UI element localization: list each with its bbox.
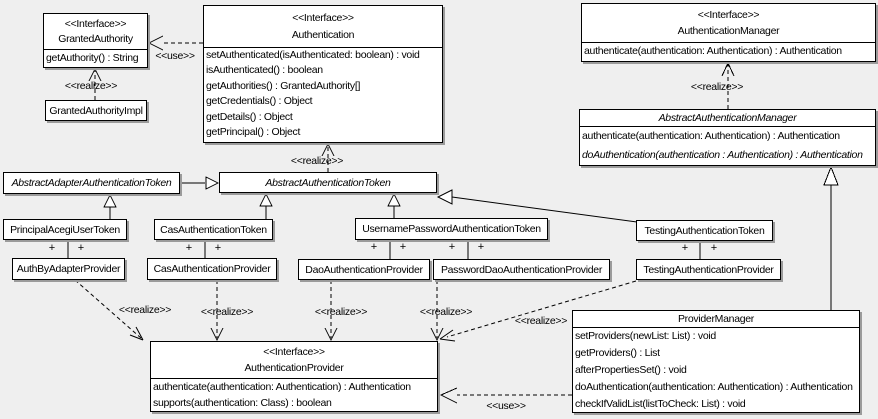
class-name: UsernamePasswordAuthenticationToken xyxy=(362,223,541,235)
realize-label-passworddaoauthenticationprovider: <<realize>> xyxy=(419,306,473,318)
open-arrowhead xyxy=(439,329,456,342)
method-label: afterPropertiesSet() : void xyxy=(575,364,687,376)
class-name: GrantedAuthorityImpl xyxy=(49,104,143,117)
association-plus: + xyxy=(48,242,56,254)
generalization-edge xyxy=(451,196,638,223)
class-name: AuthenticationManager xyxy=(677,25,780,38)
method-label: authenticate(authentication: Authenticat… xyxy=(584,45,842,57)
stereotype-label: <<Interface>> xyxy=(64,17,127,30)
association-plus: + xyxy=(710,242,718,254)
class-name: TestingAuthenticationProvider xyxy=(643,263,774,276)
use-label-grantedauthority: <<use>> xyxy=(155,50,195,62)
method-label: authenticate(authentication: Authenticat… xyxy=(582,130,840,142)
open-arrowhead xyxy=(147,35,164,51)
class-abstract-authentication-manager[interactable]: AbstractAuthenticationManager authentica… xyxy=(579,109,876,166)
stereotype-label: <<Interface>> xyxy=(292,11,354,24)
realize-label-testingauthenticationprovider: <<realize>> xyxy=(514,315,568,327)
method-label: checkIfValidList(listToCheck: List) : vo… xyxy=(575,398,746,410)
class-principal-acegi-user-token[interactable]: PrincipalAcegiUserToken xyxy=(3,219,127,240)
method-label: getProviders() : List xyxy=(575,347,660,359)
class-name: DaoAuthenticationProvider xyxy=(305,263,423,276)
association-plus: + xyxy=(681,242,689,254)
class-name: AbstractAdapterAuthenticationToken xyxy=(11,177,172,189)
class-password-dao-authentication-provider[interactable]: PasswordDaoAuthenticationProvider xyxy=(433,259,610,280)
class-auth-by-adapter-provider[interactable]: AuthByAdapterProvider xyxy=(12,258,125,280)
class-name: PrincipalAcegiUserToken xyxy=(10,223,120,236)
hollow-triangle xyxy=(823,165,839,186)
class-name: AuthByAdapterProvider xyxy=(16,263,121,275)
association-plus: + xyxy=(185,242,193,254)
method-label: getAuthority() : String xyxy=(46,52,139,64)
class-dao-authentication-provider[interactable]: DaoAuthenticationProvider xyxy=(298,259,430,280)
open-arrowhead xyxy=(210,327,224,342)
association-plus: + xyxy=(370,241,378,253)
realize-label-daoauthenticationprovider: <<realize>> xyxy=(314,306,368,318)
association-plus: + xyxy=(448,241,456,253)
hollow-triangle xyxy=(205,176,220,190)
method-label: authenticate(authentication: Authenticat… xyxy=(153,381,411,393)
class-name: AuthenticationProvider xyxy=(244,362,344,374)
method-label: doAuthentication(authentication : Authen… xyxy=(582,148,863,161)
association-plus: + xyxy=(477,241,485,253)
class-name: GrantedAuthority xyxy=(58,33,133,46)
class-name: AbstractAuthenticationManager xyxy=(658,112,797,124)
realize-label-casauthenticationprovider: <<realize>> xyxy=(200,306,254,318)
stereotype-label: <<Interface>> xyxy=(697,8,760,21)
open-arrowhead xyxy=(88,67,102,82)
open-arrowhead xyxy=(321,142,335,157)
hollow-triangle xyxy=(259,192,273,207)
method-label: getCredentials() : Object xyxy=(206,95,313,108)
class-name: Authentication xyxy=(291,29,355,42)
realize-edge-testingauthenticationprovider xyxy=(446,280,637,338)
method-label: supports(authentication: Class) : boolea… xyxy=(153,397,332,409)
realize-label-abstractauthenticationmanager: <<realize>> xyxy=(690,81,744,93)
open-arrowhead xyxy=(324,327,338,342)
class-username-password-authentication-token[interactable]: UsernamePasswordAuthenticationToken xyxy=(355,218,548,240)
class-name: CasAuthenticationToken xyxy=(160,223,267,236)
open-arrowhead xyxy=(721,61,735,77)
class-granted-authority-impl[interactable]: GrantedAuthorityImpl xyxy=(45,100,147,121)
class-testing-authentication-token[interactable]: TestingAuthenticationToken xyxy=(636,220,773,241)
class-name: CasAuthenticationProvider xyxy=(153,263,271,275)
method-label: getAuthorities() : GrantedAuthority[] xyxy=(206,79,361,92)
open-arrowhead xyxy=(439,387,458,404)
method-label: setAuthenticated(isAuthenticated: boolea… xyxy=(206,49,420,61)
open-arrowhead xyxy=(430,327,444,342)
hollow-triangle xyxy=(436,189,453,205)
class-name: PasswordDaoAuthenticationProvider xyxy=(440,263,603,276)
class-provider-manager[interactable]: ProviderManager setProviders(newList: Li… xyxy=(572,310,860,413)
class-authentication-provider[interactable]: <<Interface>> AuthenticationProvider aut… xyxy=(150,341,438,412)
method-label: setProviders(newList: List) : void xyxy=(575,330,716,342)
class-cas-authentication-token[interactable]: CasAuthenticationToken xyxy=(154,219,273,240)
association-plus: + xyxy=(399,241,407,253)
method-label: getPrincipal() : Object xyxy=(206,126,301,139)
class-abstract-adapter-authentication-token[interactable]: AbstractAdapterAuthenticationToken xyxy=(3,172,180,194)
open-arrowhead xyxy=(129,326,144,341)
class-testing-authentication-provider[interactable]: TestingAuthenticationProvider xyxy=(636,259,781,280)
realize-label-grantedauthorityimpl: <<realize>> xyxy=(64,80,118,92)
class-name: AbstractAuthenticationToken xyxy=(265,176,391,189)
class-granted-authority[interactable]: <<Interface>> GrantedAuthority getAuthor… xyxy=(43,13,148,68)
stereotype-label: <<Interface>> xyxy=(263,346,325,358)
class-name: ProviderManager xyxy=(677,313,755,325)
hollow-triangle xyxy=(103,193,117,208)
association-plus: + xyxy=(77,242,85,254)
realize-label-abstractauthenticationtoken: <<realize>> xyxy=(290,155,344,167)
class-authentication-manager[interactable]: <<Interface>> AuthenticationManager auth… xyxy=(581,3,876,62)
class-abstract-authentication-token[interactable]: AbstractAuthenticationToken xyxy=(219,172,437,193)
method-label: doAuthentication(authentication: Authent… xyxy=(575,381,853,393)
method-label: isAuthenticated() : boolean xyxy=(206,64,323,77)
class-authentication[interactable]: <<Interface>> Authentication setAuthenti… xyxy=(203,5,443,143)
use-label-providermanager: <<use>> xyxy=(486,400,526,412)
class-cas-authentication-provider[interactable]: CasAuthenticationProvider xyxy=(147,258,277,280)
realize-edge-authbyadapterprovider xyxy=(74,279,142,339)
method-label: getDetails() : Object xyxy=(206,110,293,123)
class-name: TestingAuthenticationToken xyxy=(644,224,765,237)
hollow-triangle xyxy=(387,192,401,207)
realize-label-authbyadapterprovider: <<realize>> xyxy=(118,304,172,316)
association-plus: + xyxy=(214,242,222,254)
